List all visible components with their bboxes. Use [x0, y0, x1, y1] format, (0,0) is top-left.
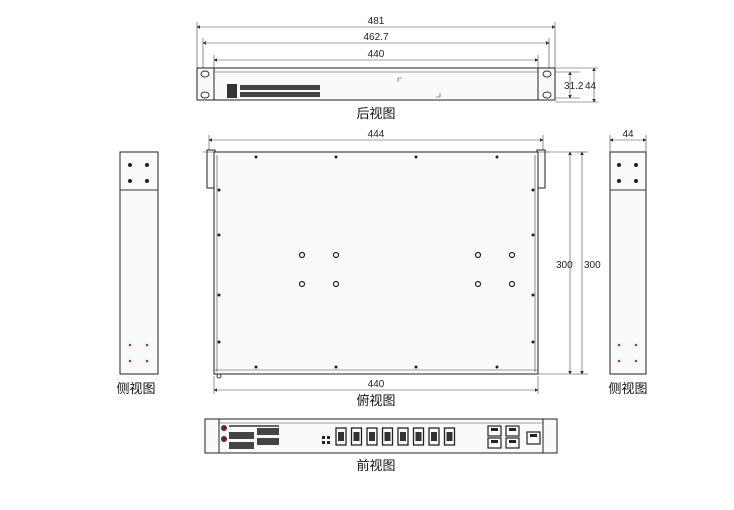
top-view: 444	[203, 129, 601, 409]
ground-screw	[216, 373, 222, 379]
status-led-icon	[221, 436, 227, 442]
rear-right-ear	[537, 67, 556, 101]
rj45-port[interactable]	[487, 437, 502, 449]
sfp-port-slot	[384, 432, 391, 441]
dim-height: 31.2 44	[555, 67, 598, 103]
sfp-port-slot	[431, 432, 437, 441]
sfp-port[interactable]	[350, 427, 363, 446]
dim-side-width: 44	[609, 129, 647, 152]
ear-hole	[542, 70, 552, 78]
top-view-label: 俯视图	[356, 393, 395, 409]
right-side-ear	[609, 151, 647, 191]
ear-hole	[200, 70, 210, 78]
rj45-port[interactable]	[505, 425, 520, 437]
dim-label-300-b: 300	[584, 260, 601, 271]
dim-label-side-44: 44	[622, 129, 634, 140]
ear-hole	[200, 91, 210, 99]
dim-top-width: 444	[208, 129, 544, 152]
dim-label-300-a: 300	[556, 260, 573, 271]
sfp-port[interactable]	[335, 427, 347, 446]
rear-terminal-block	[227, 84, 320, 98]
front-view: 前视图	[204, 418, 558, 474]
right-side-view-label: 侧视图	[608, 382, 647, 397]
dim-label-440-b: 440	[368, 379, 385, 390]
left-side-view-label: 侧视图	[116, 382, 155, 397]
power-led-icon	[221, 425, 227, 431]
dim-label-44: 44	[585, 81, 597, 92]
sfp-port-slot	[415, 432, 422, 441]
top-screw-holes	[217, 155, 535, 369]
sfp-port-slot	[446, 432, 453, 441]
sfp-port[interactable]	[428, 427, 440, 446]
sfp-port-slot	[400, 432, 406, 441]
front-left-ear	[204, 418, 220, 454]
sfp-port[interactable]	[443, 427, 456, 446]
dim-label-462-7: 462.7	[363, 32, 388, 43]
dim-overall-width: 481	[196, 16, 556, 70]
ear-hole	[542, 91, 552, 99]
front-right-ear	[542, 418, 558, 454]
front-led-cluster	[322, 436, 330, 444]
top-standoff-holes	[298, 251, 516, 288]
sfp-port[interactable]	[412, 427, 425, 446]
dim-label-31-2: 31.2	[564, 81, 584, 92]
dim-top-bottom-width: 440	[213, 376, 539, 394]
front-terminal-blocks	[229, 425, 279, 449]
sfp-port[interactable]	[381, 427, 394, 446]
console-port[interactable]	[526, 431, 541, 445]
rear-view: 481 462.7 440	[196, 16, 598, 122]
dim-label-440: 440	[368, 49, 385, 60]
dim-depth: 300 300	[538, 151, 601, 375]
dim-body-width: 440	[213, 49, 539, 68]
dim-mount-hole-spacing: 462.7	[202, 32, 550, 72]
rear-left-ear	[196, 67, 215, 101]
left-side-ear	[119, 151, 159, 191]
sfp-port[interactable]	[366, 427, 378, 446]
left-side-view: 侧视图	[116, 151, 159, 397]
sfp-port-slot	[369, 432, 375, 441]
rj45-port[interactable]	[487, 425, 502, 437]
dim-label-481: 481	[368, 16, 385, 27]
rear-view-label: 后视图	[356, 107, 395, 122]
sfp-port[interactable]	[397, 427, 409, 446]
front-panel	[204, 418, 558, 454]
right-side-view: 44 侧视图	[608, 129, 647, 397]
sfp-port-group	[335, 427, 456, 446]
top-body	[213, 151, 539, 375]
front-view-label: 前视图	[356, 458, 395, 474]
sfp-port-slot	[353, 432, 360, 441]
rear-corner-mark	[397, 77, 402, 82]
rj45-port[interactable]	[505, 437, 520, 449]
rj45-port-group	[487, 425, 541, 449]
rear-corner-mark	[436, 93, 441, 98]
sfp-port-slot	[338, 432, 344, 441]
dim-label-444: 444	[368, 129, 385, 140]
